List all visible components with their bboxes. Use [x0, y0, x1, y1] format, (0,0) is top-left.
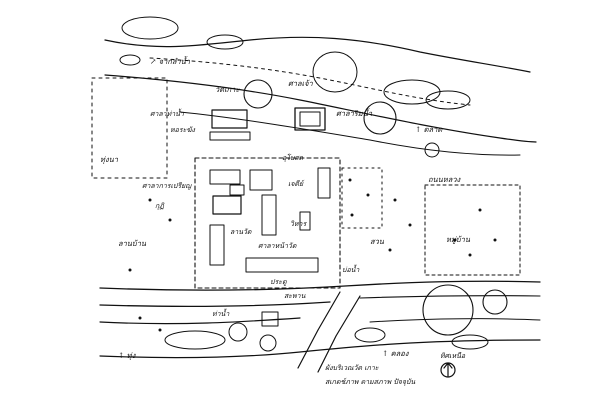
label-right-area: หมู่บ้าน: [446, 235, 471, 244]
label-left-field: ทุ่งนา: [100, 155, 119, 164]
label-right-field: สวน: [370, 237, 385, 246]
label-center-low-2: ศาลาหน้าวัด: [258, 242, 297, 250]
label-bottom-left: ↑ ทุ่ง: [118, 351, 137, 360]
label-bottom-sign-2: สเกตช์ภาพ ตามสภาพ ปัจจุบัน: [325, 377, 415, 386]
top-hatched-mass-1: [121, 16, 179, 40]
label-tl-river: ↗ จากลำน้ำ: [150, 56, 191, 66]
label-top-center: วัดเกาะ: [215, 85, 240, 94]
label-bottom-mid: ↑ คลอง: [382, 349, 410, 358]
label-upper-left-1: ศาลาท่าน้ำ: [150, 108, 185, 118]
label-center-mid-1: เจดีย์: [288, 179, 305, 188]
label-center-top: อุโบสถ: [282, 153, 304, 162]
label-lower-mid-1: ท่าน้ำ: [212, 308, 230, 318]
label-lower-right-1: บ่อน้ำ: [342, 264, 360, 274]
label-center-low-3: ประตู: [270, 278, 287, 286]
label-mid-left-2: กุฏิ: [155, 202, 165, 210]
ordination-hall: [209, 169, 241, 185]
building-upper-left: [211, 109, 248, 129]
label-r1: ศาลาริมน้ำ: [336, 108, 373, 118]
label-lower-mid-2: สะพาน: [284, 292, 306, 300]
label-top-shrine: ศาลเจ้า: [288, 79, 314, 88]
label-center-low-1: ลานวัด: [230, 228, 252, 236]
label-mid-left-1: ศาลาการเปรียญ: [142, 182, 192, 190]
temple-compound-boundary: [194, 157, 341, 289]
label-left-low: ลานบ้าน: [118, 239, 147, 248]
label-upper-left-2: หอระฆัง: [170, 126, 196, 134]
label-bottom-sign-1: ผังบริเวณวัด เกาะ: [325, 364, 379, 372]
label-arrow-right-top: ↑ ตลาด: [415, 125, 443, 134]
building-upper-right: [294, 107, 326, 131]
label-right-road: ถนนหลวง: [428, 175, 462, 184]
label-north: ทิศเหนือ: [440, 352, 466, 360]
top-hatched-mass-2: [312, 51, 358, 93]
label-center-mid-2: วิหาร: [290, 220, 307, 228]
